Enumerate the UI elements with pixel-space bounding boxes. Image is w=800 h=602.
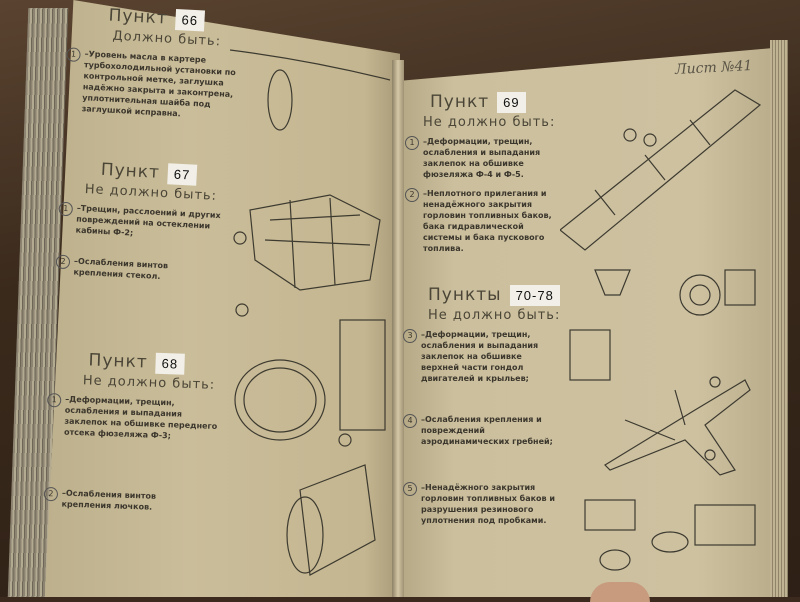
list-item: 3 –Деформации, трещин, ослабления и выпад…: [403, 329, 555, 384]
fuselage-sketch-line: [230, 49, 391, 81]
airplane-silhouette-sketch: [604, 379, 751, 476]
item-marker: 1: [46, 392, 62, 408]
item-text: –Ослабления винтов крепления стекол.: [73, 256, 169, 282]
list-item: 2–Ослабления винтов крепления стекол.: [55, 254, 186, 284]
item-text: –Деформации, трещин, ослабления и выпада…: [423, 137, 541, 179]
list-item: 2–Ослабления винтов крепления лючков.: [43, 486, 174, 514]
item-text: –Деформации, трещин, ослабления и выпада…: [421, 330, 539, 383]
canopy-frame-sketch: [249, 194, 381, 291]
section-number: 68: [155, 352, 185, 375]
thumb: [590, 582, 650, 602]
item-marker: 3: [403, 329, 417, 343]
item-marker: 2: [405, 188, 419, 202]
page-edges-right: [770, 40, 788, 597]
item-marker: 1: [58, 201, 74, 217]
list-item: 5 –Ненадёжного закрытия горловин топливны…: [403, 482, 555, 526]
tank-plug-sketch: [584, 499, 636, 531]
left-page: [45, 0, 400, 597]
item-text: –Ненадёжного закрытия горловин топливных…: [421, 483, 555, 525]
cockpit-illustrations: [230, 49, 391, 576]
aircraft-illustrations: [560, 89, 762, 571]
section-subtitle: Не должно быть:: [423, 115, 556, 130]
fuselage-section-sketch: [560, 89, 762, 251]
nose-ring-sketch: [267, 69, 293, 131]
item-marker: 5: [403, 482, 417, 496]
item-marker: 1: [66, 47, 81, 63]
section-title: Пункт: [88, 350, 149, 373]
section-69: Пункт 69 Не должно быть: 1 –Деформации, тр…: [405, 92, 555, 262]
list-item: 1 –Деформации, трещин, ослабления и выпад…: [405, 136, 555, 180]
engine-nacelle-sketch: [569, 329, 611, 381]
section-number: 69: [497, 92, 526, 113]
item-text: –Трещин, расслоений и других повреждений…: [75, 203, 221, 238]
item-text: –Уровень масла в картере турбохолодильно…: [81, 49, 237, 119]
item-marker: 2: [55, 254, 71, 270]
item-text: –Деформации, трещин, ослабления и выпада…: [63, 394, 218, 441]
section-subtitle: Не должно быть:: [82, 373, 216, 393]
tank-cap-sketch: [679, 274, 721, 316]
section-70-78: Пункты 70-78 Не должно быть: 3 –Деформации…: [403, 285, 561, 534]
item-text: –Ослабления крепления и повреждений аэро…: [421, 415, 553, 446]
section-number: 66: [175, 8, 205, 32]
section-68: Пункт 68 Не должно быть: 1–Деформации, тр…: [43, 349, 224, 523]
section-title: Пункт: [108, 5, 169, 29]
forward-section-sketch: [299, 464, 376, 576]
fuel-filler-sketch: [594, 269, 631, 296]
list-item: 2 –Неплотного прилегания и ненадёжного за…: [405, 188, 555, 254]
item-text: –Ослабления винтов крепления лючков.: [61, 488, 157, 512]
section-title: Пункт: [100, 159, 161, 183]
item-marker: 2: [43, 486, 59, 502]
section-subtitle: Не должно быть:: [428, 308, 561, 323]
item-marker: 4: [403, 414, 417, 428]
frame-ring-sketch: [234, 359, 326, 441]
item-text: –Неплотного прилегания и ненадёжного зак…: [423, 189, 552, 253]
list-item: 1–Трещин, расслоений и других повреждени…: [57, 201, 226, 244]
book-gutter: [392, 60, 404, 597]
section-title: Пункт: [430, 92, 490, 112]
bracket-sketch: [339, 319, 386, 431]
list-item: 4 –Ослабления крепления и повреждений аэр…: [403, 414, 555, 447]
section-number: 70-78: [509, 285, 560, 306]
item-marker: 1: [405, 136, 419, 150]
section-title: Пункты: [428, 285, 502, 305]
list-item: 1–Уровень масла в картере турбохолодильн…: [63, 47, 246, 122]
section-number: 67: [167, 163, 197, 186]
list-item: 1–Деформации, трещин, ослабления и выпад…: [46, 392, 222, 443]
